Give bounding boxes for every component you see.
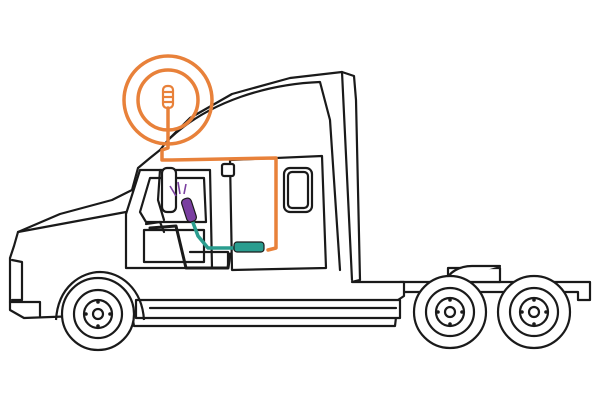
step <box>144 220 166 234</box>
door-bottom <box>142 228 206 264</box>
sleeper-window-inner <box>286 170 310 210</box>
grille <box>10 258 24 302</box>
bumper <box>8 300 42 318</box>
booster-icon <box>233 241 265 253</box>
hood-line <box>16 210 128 234</box>
sleeper-hatch <box>220 162 236 178</box>
rear-wheel-1 <box>412 274 488 350</box>
internal-antenna <box>169 181 198 223</box>
side-mirror <box>160 166 178 214</box>
truck-body <box>8 70 592 328</box>
mirror-arm <box>156 168 166 222</box>
internal-antenna-body <box>180 197 198 223</box>
rear-wheel-2 <box>496 274 572 350</box>
signal-booster <box>233 241 265 253</box>
wheels <box>54 270 572 352</box>
antenna-signal-icon <box>169 181 187 197</box>
wheel-bolts <box>84 298 548 328</box>
front-wheel <box>54 270 146 352</box>
outside-cable <box>160 106 278 252</box>
power-cable <box>148 224 232 270</box>
roof-fairing <box>340 70 354 282</box>
